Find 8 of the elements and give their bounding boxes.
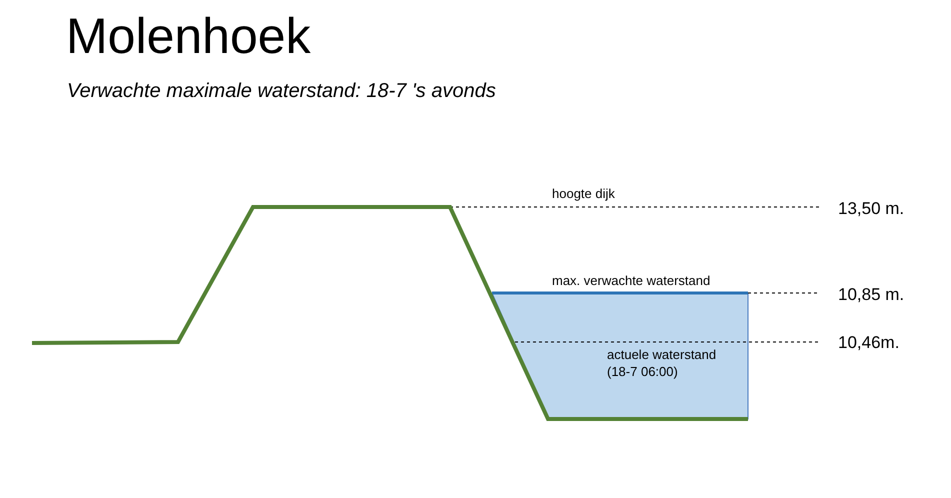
height-value: 10,85 m. — [838, 284, 904, 306]
level-label: max. verwachte waterstand — [552, 273, 710, 290]
subtitle: Verwachte maximale waterstand: 18-7 's avonds — [67, 79, 496, 104]
title: Molenhoek — [66, 7, 311, 66]
height-value: 10,46m. — [838, 332, 900, 354]
level-label: hoogte dijk — [552, 186, 615, 203]
level-label: actuele waterstand (18-7 06:00) — [607, 347, 718, 381]
height-value: 13,50 m. — [838, 198, 904, 220]
